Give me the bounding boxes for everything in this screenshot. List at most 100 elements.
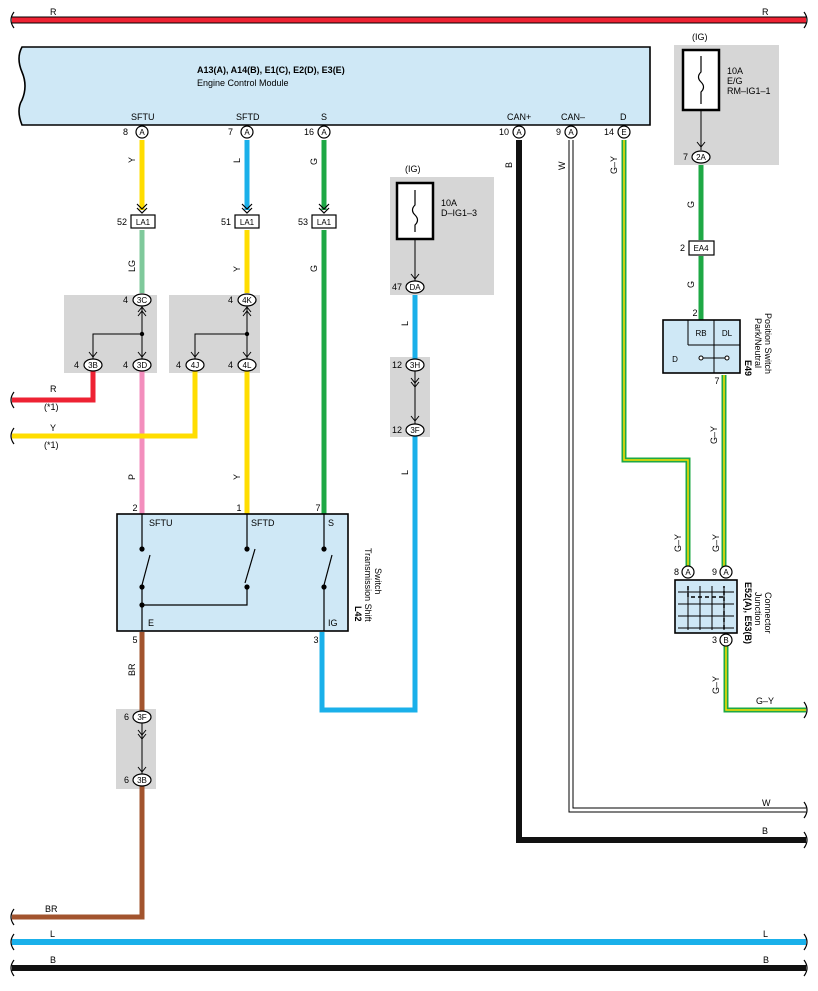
fuse-eg-rm-ig1-1: (IG) 10A E/G RM–IG1–1 2A 7	[681, 32, 771, 164]
ecm-pin-num: 8	[123, 127, 128, 137]
ea4-num: 2	[680, 243, 685, 253]
wire-can-plus-b	[516, 140, 806, 843]
wire-br-bottom	[12, 786, 145, 920]
wire-label: L	[400, 321, 410, 326]
conn-3h-label: 3H	[410, 361, 420, 370]
ecm-pin-num: 14	[604, 127, 614, 137]
conn-2a-num: 7	[683, 152, 688, 162]
e49-pin-top: 2	[692, 308, 697, 318]
junction-3f-bottom: 3F 6 3B 6	[124, 710, 152, 787]
wire-label: B	[762, 826, 768, 836]
wire-label: L	[232, 158, 242, 163]
connector-la1-row: LA1 52 LA1 51 LA1 53	[117, 203, 337, 229]
e49-cell-d: D	[672, 355, 678, 364]
ecm-pin-num: 7	[228, 127, 233, 137]
conn-3f2-label: 3F	[137, 713, 146, 722]
wire-label: Y	[127, 157, 137, 163]
l42-num-sftu: 2	[132, 503, 137, 513]
wire-end-marks	[10, 11, 808, 977]
wire-can-minus-w	[568, 140, 806, 813]
la1-label: LA1	[317, 218, 332, 227]
wire-label: L	[763, 929, 768, 939]
l42-pin-e: E	[148, 618, 154, 628]
transmission-shift-switch: SFTU SFTD S E IG 2 1 7 5 3 L42	[116, 503, 383, 645]
ecm-pin-conn: A	[139, 128, 145, 137]
wire-label: G–Y	[711, 534, 721, 552]
conn-3c-num: 4	[123, 295, 128, 305]
wire-label: B	[763, 955, 769, 965]
fuse-icon	[697, 56, 705, 104]
conn-4l-num: 4	[228, 360, 233, 370]
conn-4j-label: 4J	[191, 361, 199, 370]
fuse2-amp: 10A	[441, 198, 457, 208]
fuse1-name1: E/G	[727, 76, 743, 86]
fuse1-ig-label: (IG)	[692, 32, 708, 42]
wire-note: (*1)	[44, 440, 59, 450]
fuse1-amp: 10A	[727, 66, 743, 76]
wire-label: BR	[127, 663, 137, 676]
e52-pin-a1-conn: A	[685, 568, 691, 577]
engine-control-module: A13(A), A14(B), E1(C), E2(D), E3(E) Engi…	[18, 46, 651, 126]
l42-num-s: 7	[315, 503, 320, 513]
conn-4k-num: 4	[228, 295, 233, 305]
wire-l2	[319, 435, 418, 713]
connector-ea4: EA4 2	[680, 240, 715, 256]
junction-3c: 3C 4 3B 4 3D 4	[74, 293, 152, 372]
e52-pin-a2-conn: A	[723, 568, 729, 577]
ecm-pin-d: D	[620, 112, 627, 122]
conn-3h-num: 12	[392, 360, 402, 370]
wire-label: B	[504, 162, 514, 168]
conn-3b2-num: 6	[124, 775, 129, 785]
wire-d-gy	[621, 140, 691, 570]
la1-pin-num: 52	[117, 217, 127, 227]
wire-label: G	[309, 158, 319, 165]
ecm-pin-conn: E	[621, 128, 626, 137]
la1-label: LA1	[240, 218, 255, 227]
conn-3d-num: 4	[123, 360, 128, 370]
ecm-subtitle: Engine Control Module	[197, 78, 289, 88]
conn-4k-label: 4K	[242, 296, 252, 305]
conn-3d-label: 3D	[137, 361, 147, 370]
e52-pin-a1-num: 8	[674, 567, 679, 577]
junction-4k: 4K 4 4J 4 4L 4	[176, 293, 257, 372]
l42-num-e: 5	[132, 635, 137, 645]
fuse1-name2: RM–IG1–1	[727, 86, 771, 96]
wire-label: G–Y	[609, 156, 619, 174]
l42-pin-sftu: SFTU	[149, 518, 173, 528]
e52-pin-b-num: 3	[712, 635, 717, 645]
ecm-pin-conn: A	[321, 128, 327, 137]
l42-num-ig: 3	[313, 635, 318, 645]
ecm-pin-can-minus: CAN–	[561, 112, 585, 122]
ecm-pin-conn: A	[244, 128, 250, 137]
wire-y-left	[12, 370, 198, 439]
ecm-pin-sftd: SFTD	[236, 112, 260, 122]
conn-3f-num: 12	[392, 425, 402, 435]
e52-name2: Connector	[763, 592, 773, 634]
e52-pin-b-conn: B	[723, 636, 728, 645]
la1-label: LA1	[136, 218, 151, 227]
wire-label: G	[686, 201, 696, 208]
l42-id: L42	[353, 606, 363, 622]
ecm-pin-num: 16	[304, 127, 314, 137]
conn-da-label: DA	[409, 283, 421, 292]
e49-pin-bottom: 7	[714, 376, 719, 386]
l42-pin-ig: IG	[328, 618, 338, 628]
e52-name1: Junction	[753, 592, 763, 626]
l42-num-sftd: 1	[236, 503, 241, 513]
wire-r-left	[12, 370, 96, 403]
fuse-d-ig1-3: (IG) 10A D–IG1–3 DA 47	[392, 164, 477, 294]
park-neutral-position-switch: RB DL D 2 7 E49 Park/Neutral Position Sw…	[662, 308, 773, 386]
wire-label: L	[400, 470, 410, 475]
ecm-pin-conn: A	[516, 128, 522, 137]
wire-label: W	[557, 161, 567, 170]
e49-cell-rb: RB	[695, 329, 706, 338]
ecm-pin-num: 9	[556, 127, 561, 137]
wire-label: L	[50, 929, 55, 939]
e52-id: E52(A), E53(B)	[743, 582, 753, 644]
wire-gy-right	[723, 646, 806, 713]
l42-name2: Switch	[373, 568, 383, 595]
e49-cell-dl: DL	[722, 329, 733, 338]
ecm-terminals: 8 A 7 A 16 A 10 A 9 A 14 E	[123, 125, 631, 139]
wire-label: W	[762, 798, 771, 808]
